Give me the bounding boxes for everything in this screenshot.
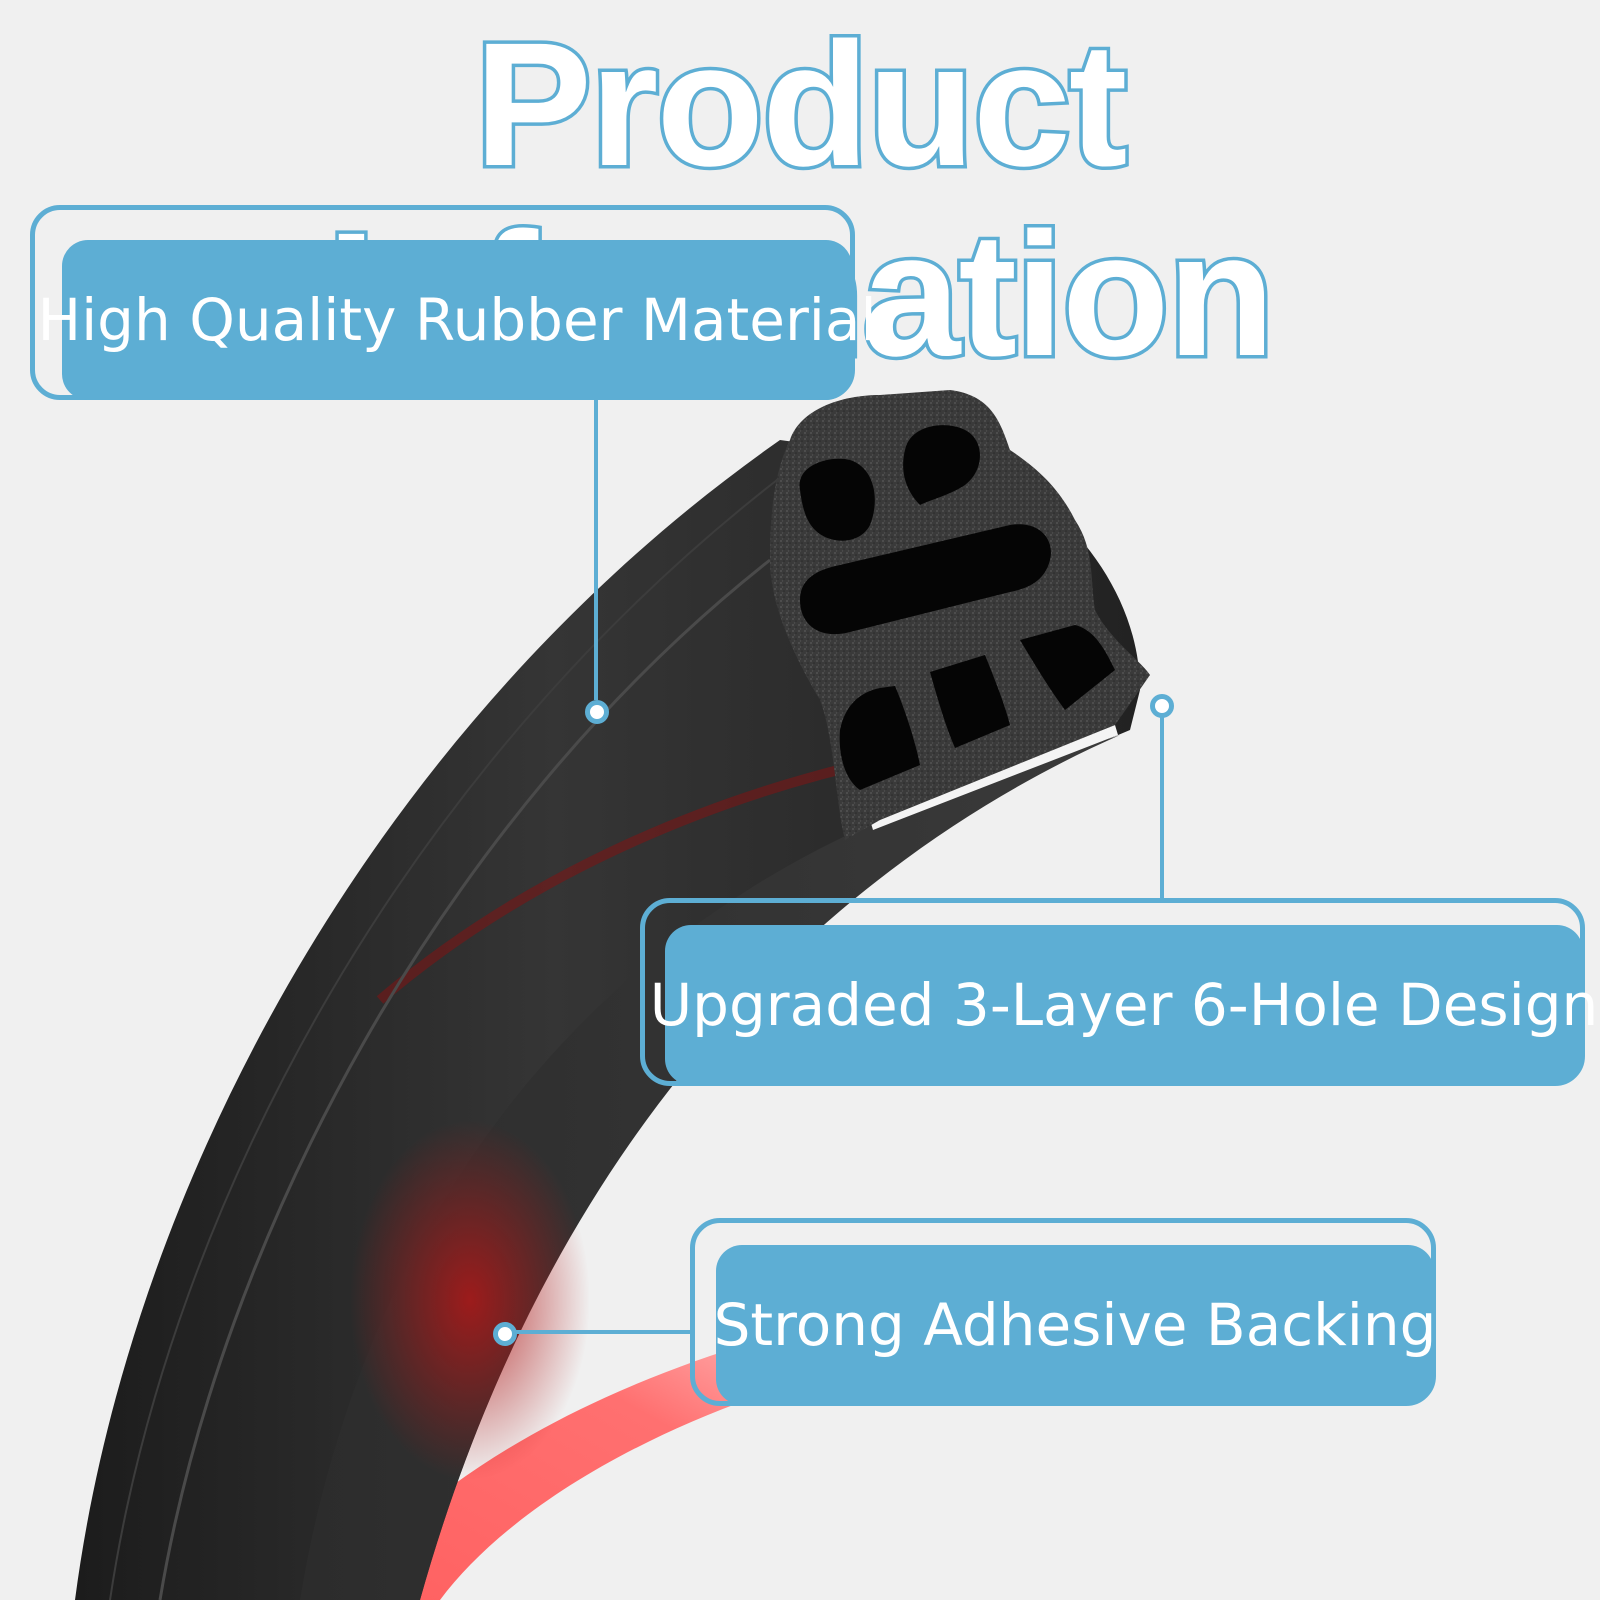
leader-dot — [585, 700, 609, 724]
seal-hole — [800, 524, 1051, 635]
callout-label-box: Upgraded 3-Layer 6-Hole Design — [650, 925, 1598, 1085]
callout-label: High Quality Rubber Material — [37, 286, 877, 354]
seal-hole — [839, 686, 920, 790]
leader-line — [594, 400, 598, 700]
seal-hole — [1020, 625, 1115, 710]
callout-label: Strong Adhesive Backing — [713, 1291, 1437, 1359]
leader-line — [1160, 710, 1164, 900]
leader-line — [510, 1330, 692, 1334]
callout-label-box: Strong Adhesive Backing — [713, 1245, 1437, 1405]
seal-hole — [903, 425, 980, 505]
seal-hole — [930, 655, 1010, 748]
adhesive-tape — [330, 1340, 790, 1600]
leader-dot — [1150, 694, 1174, 718]
callout-label-box: High Quality Rubber Material — [37, 240, 877, 400]
seal-hole — [799, 458, 875, 541]
callout-label: Upgraded 3-Layer 6-Hole Design — [649, 971, 1599, 1039]
leader-dot — [493, 1322, 517, 1346]
